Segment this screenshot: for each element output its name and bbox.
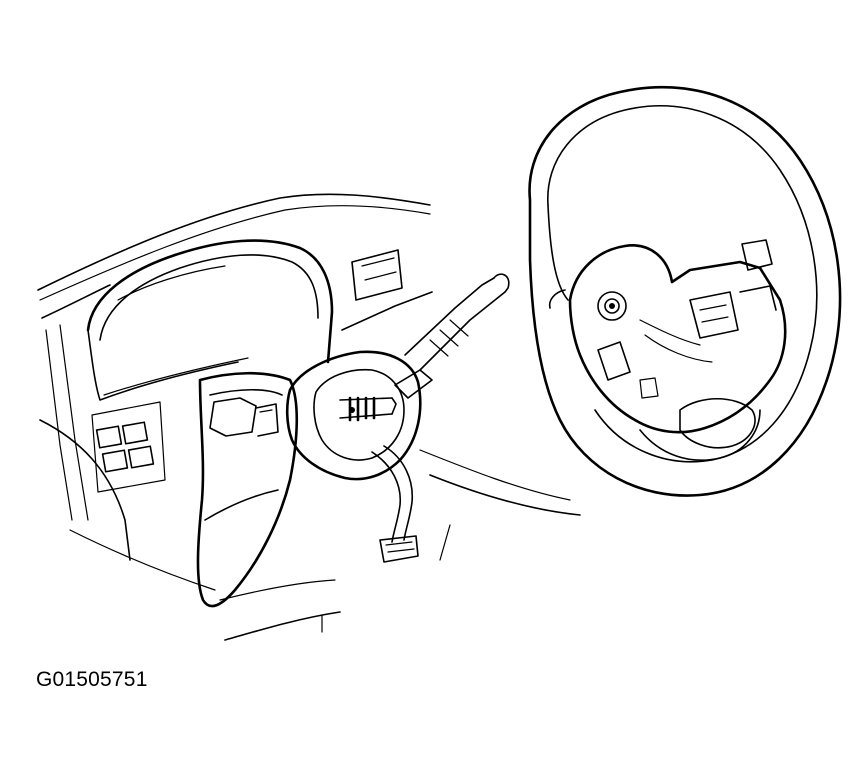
instrument-panel xyxy=(37,193,581,641)
spiral-cable-assembly xyxy=(285,350,422,563)
column-cover xyxy=(196,371,299,608)
steering-wheel xyxy=(528,85,842,497)
combination-switch-lever xyxy=(394,273,510,399)
left-switch-panel xyxy=(91,401,166,493)
figure-id-label: G01505751 xyxy=(36,668,148,691)
instrument-cluster-hood xyxy=(86,239,433,401)
